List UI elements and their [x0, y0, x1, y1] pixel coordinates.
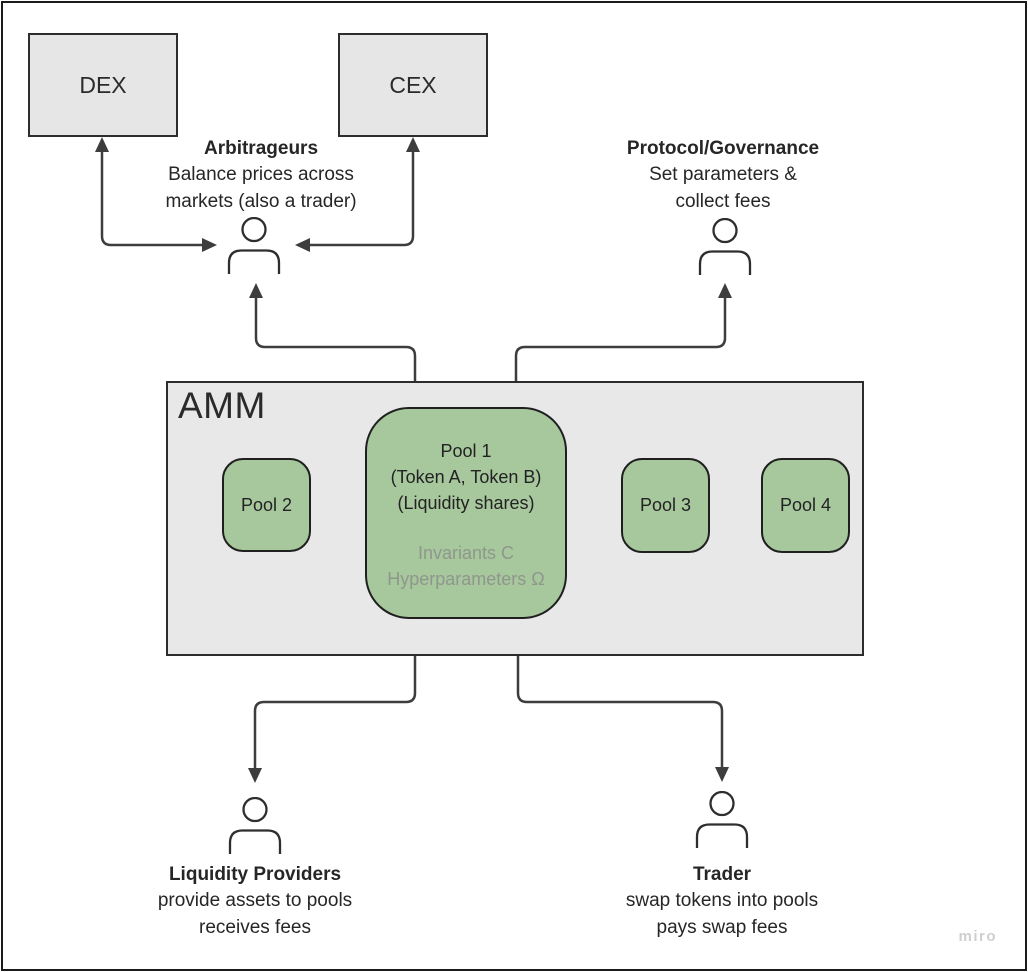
dex-label: DEX — [79, 71, 127, 98]
pool4-label: Pool 4 — [779, 495, 832, 515]
dex-box: DEX — [28, 33, 178, 137]
liquidity-providers-title: Liquidity Providers — [168, 864, 342, 885]
liquidity-providers-person-icon — [227, 797, 283, 855]
pool2-box: Pool 2 — [222, 458, 311, 552]
cex-box: CEX — [338, 33, 488, 137]
miro-watermark: miro — [958, 928, 997, 945]
liquidity-providers-desc-line1: provide assets to pools — [157, 890, 353, 912]
arbitrageurs-label: Arbitrageurs Balance prices across marke… — [165, 136, 356, 215]
pool1-box: Pool 1 (Token A, Token B) (Liquidity sha… — [365, 407, 567, 619]
pool1-invariants: Invariants C — [417, 543, 515, 563]
trader-desc-line2: pays swap fees — [656, 916, 788, 938]
liquidity-providers-desc-line2: receives fees — [199, 916, 311, 938]
pool1-tokens: (Token A, Token B) — [390, 467, 542, 487]
connector-cex-arbitrageurs — [295, 137, 420, 252]
amm-title: AMM — [178, 385, 266, 426]
trader-label: Trader swap tokens into pools pays swap … — [626, 862, 818, 941]
pool1-hyperparameters: Hyperparameters Ω — [387, 569, 545, 589]
arbitrageurs-desc-line1: Balance prices across — [168, 164, 354, 186]
cex-label: CEX — [389, 71, 437, 98]
pool2-label: Pool 2 — [240, 494, 293, 515]
arbitrageurs-desc-line2: markets (also a trader) — [165, 190, 357, 212]
trader-person-icon — [694, 791, 750, 849]
arbitrageurs-title: Arbitrageurs — [203, 138, 319, 159]
pool4-box: Pool 4 — [761, 458, 850, 553]
governance-person-icon — [697, 218, 753, 276]
pool3-label: Pool 3 — [639, 495, 692, 515]
pool3-box: Pool 3 — [621, 458, 710, 553]
governance-label: Protocol/Governance Set parameters & col… — [627, 136, 819, 215]
trader-title: Trader — [692, 864, 752, 885]
pool1-title: Pool 1 — [440, 441, 492, 461]
governance-title: Protocol/Governance — [626, 138, 820, 159]
pool1-shares: (Liquidity shares) — [397, 493, 535, 513]
governance-desc-line1: Set parameters & — [649, 164, 797, 186]
connector-dex-arbitrageurs — [95, 137, 217, 252]
governance-desc-line2: collect fees — [675, 190, 771, 212]
trader-desc-line1: swap tokens into pools — [625, 890, 819, 912]
liquidity-providers-label: Liquidity Providers provide assets to po… — [158, 862, 352, 941]
arbitrageurs-person-icon — [226, 217, 282, 275]
